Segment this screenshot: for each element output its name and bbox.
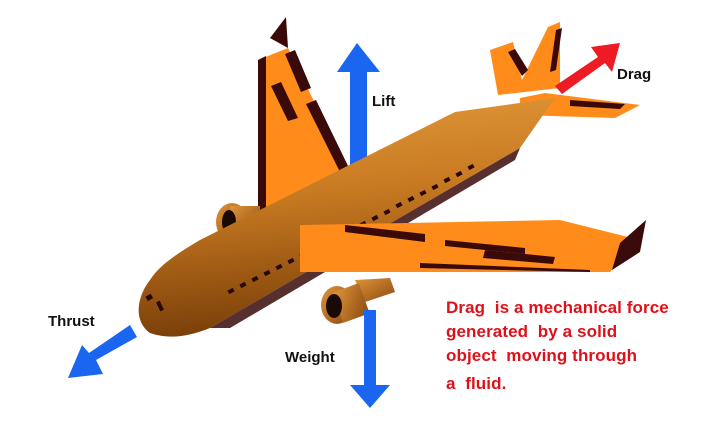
lift-arrow-icon [337, 43, 380, 170]
description-line-2: generated by a solid [446, 322, 618, 341]
drag-label: Drag [617, 66, 652, 83]
thrust-arrow-icon [68, 325, 137, 378]
weight-arrow-icon [350, 310, 390, 408]
drag-definition-text: Drag is a mechanical force generated by … [446, 296, 669, 396]
near-engine [321, 278, 395, 324]
drag-arrow-icon [555, 43, 620, 94]
thrust-label: Thrust [48, 313, 95, 330]
near-wing [300, 220, 646, 272]
description-line-1: Drag is a mechanical force [446, 298, 669, 317]
description-line-4: a fluid. [446, 374, 507, 393]
weight-label: Weight [285, 349, 335, 366]
description-line-3: object moving through [446, 346, 638, 365]
lift-label: Lift [372, 93, 396, 110]
